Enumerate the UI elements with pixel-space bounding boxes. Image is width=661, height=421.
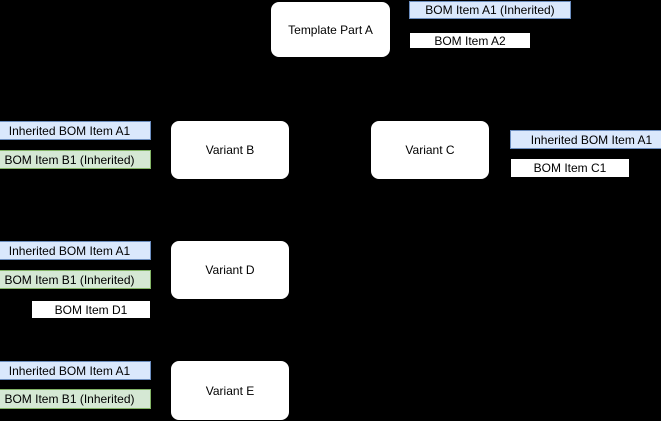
node-variant-e: Variant E <box>170 360 290 421</box>
bom-label-d1: BOM Item D1 <box>31 300 151 319</box>
bom-label-b-b1-inherited: BOM Item B1 (Inherited) <box>0 150 151 169</box>
node-variant-c: Variant C <box>370 120 490 180</box>
node-variant-b: Variant B <box>170 120 290 180</box>
bom-label-b-inherited-a1: Inherited BOM Item A1 <box>0 121 151 140</box>
node-template-part-a: Template Part A <box>270 1 391 58</box>
bom-label-e-inherited-a1: Inherited BOM Item A1 <box>0 361 151 380</box>
bom-label-d-inherited-a1: Inherited BOM Item A1 <box>0 241 151 260</box>
bom-label-e-b1-inherited: BOM Item B1 (Inherited) <box>0 389 151 409</box>
bom-label-c-inherited-a1: Inherited BOM Item A1 <box>510 130 661 149</box>
bom-label-d-b1-inherited: BOM Item B1 (Inherited) <box>0 270 151 289</box>
bom-label-a1-inherited: BOM Item A1 (Inherited) <box>409 1 571 19</box>
bom-label-a2: BOM Item A2 <box>409 32 531 49</box>
bom-label-c1: BOM Item C1 <box>510 158 630 178</box>
node-variant-d: Variant D <box>170 240 290 300</box>
